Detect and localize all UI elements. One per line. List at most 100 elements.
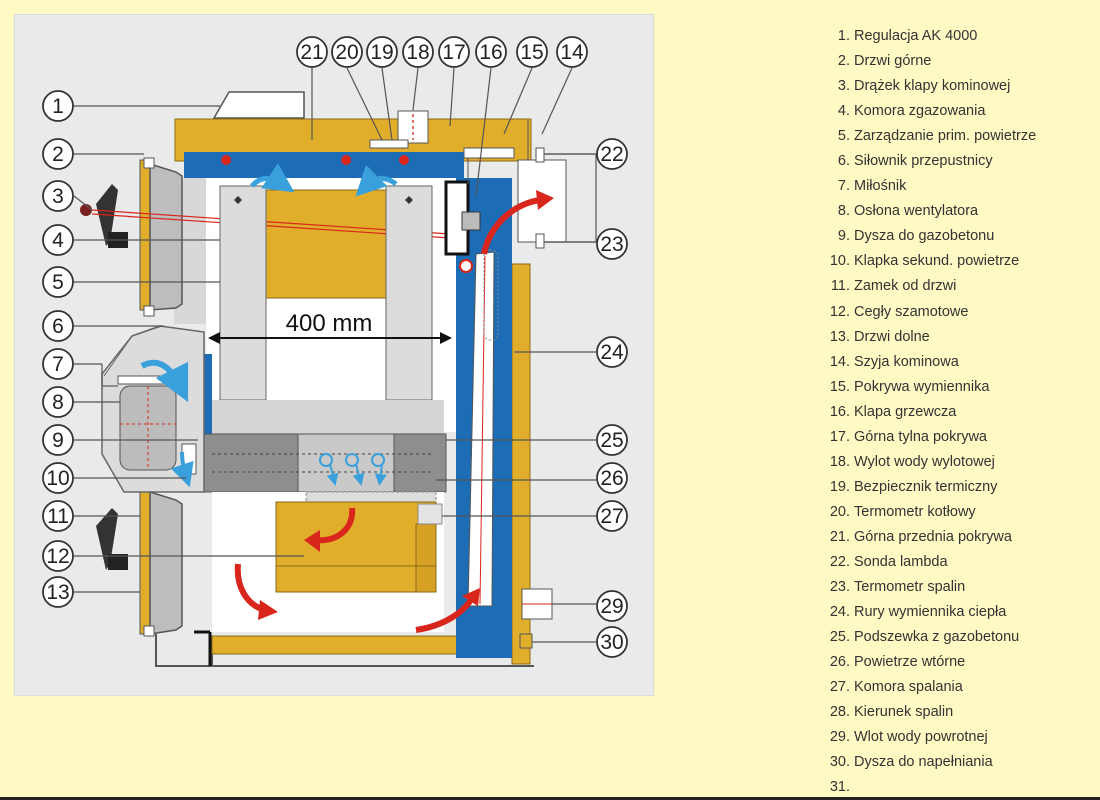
side-brick-left bbox=[219, 185, 267, 401]
legend-item-label: Drążek klapy kominowej bbox=[854, 78, 1011, 95]
legend-item-number: 13. bbox=[829, 328, 850, 345]
callout-11: 11 bbox=[42, 500, 74, 532]
heat-exchanger-pipe bbox=[467, 251, 495, 607]
legend-item-label: Bezpiecznik termiczny bbox=[854, 478, 998, 495]
legend-item-label: Drzwi górne bbox=[854, 53, 932, 70]
callout-number: 20 bbox=[335, 41, 358, 64]
legend-item-label: Komora spalania bbox=[854, 679, 963, 696]
legend-item-number: 15. bbox=[829, 378, 850, 395]
legend-item: 8.Osłona wentylatora bbox=[820, 199, 1036, 224]
filling-nozzle bbox=[519, 633, 533, 649]
legend-item-number: 5. bbox=[837, 128, 850, 145]
legend-item-label: Górna tylna pokrywa bbox=[854, 428, 987, 445]
callout-number: 6 bbox=[52, 315, 64, 338]
callout-4: 4 bbox=[42, 224, 74, 256]
legend-item-number: 22. bbox=[829, 553, 850, 570]
legend-item: 31. bbox=[820, 775, 1036, 800]
legend-item-label: Sonda lambda bbox=[854, 553, 948, 570]
legend-item: 24.Rury wymiennika ciepła bbox=[820, 600, 1036, 625]
regulator-housing bbox=[212, 91, 305, 119]
legend-item-number: 8. bbox=[837, 203, 850, 220]
legend-item-label: Klapa grzewcza bbox=[854, 403, 957, 420]
legend-item: 26.Powietrze wtórne bbox=[820, 650, 1036, 675]
callout-number: 10 bbox=[46, 467, 69, 490]
legend-item-label: Termometr spalin bbox=[854, 579, 966, 596]
legend-item-number: 7. bbox=[837, 178, 850, 195]
legend-item-label: Górna przednia pokrywa bbox=[854, 528, 1012, 545]
callout-8: 8 bbox=[42, 386, 74, 418]
callout-number: 29 bbox=[600, 595, 623, 618]
water-jacket-top bbox=[184, 152, 464, 178]
legend-item: 21.Górna przednia pokrywa bbox=[820, 525, 1036, 550]
dimension-label: 400 mm bbox=[286, 310, 373, 337]
legend-item-number: 3. bbox=[837, 78, 850, 95]
callout-number: 18 bbox=[406, 41, 429, 64]
legend-item-number: 2. bbox=[837, 53, 850, 70]
legend-item: 10.Klapka sekund. powietrze bbox=[820, 249, 1036, 274]
legend-item-number: 17. bbox=[829, 428, 850, 445]
legend-item: 17.Górna tylna pokrywa bbox=[820, 425, 1036, 450]
legend-item: 27.Komora spalania bbox=[820, 675, 1036, 700]
legend-item-number: 4. bbox=[837, 103, 850, 120]
flue-direction-arrow-2 bbox=[315, 507, 356, 544]
callout-27: 27 bbox=[596, 500, 628, 532]
legend-item-label: Kierunek spalin bbox=[854, 704, 954, 721]
legend-item-number: 26. bbox=[829, 654, 850, 671]
fuel-charge bbox=[265, 189, 387, 299]
callout-number: 13 bbox=[46, 581, 69, 604]
legend-item-label: Wylot wody wylotowej bbox=[854, 453, 995, 470]
callout-5: 5 bbox=[42, 266, 74, 298]
legend-item-label: Termometr kotłowy bbox=[854, 503, 976, 520]
callout-29: 29 bbox=[596, 590, 628, 622]
legend-item-label: Podszewka z gazobetonu bbox=[854, 629, 1020, 646]
legend-item-number: 20. bbox=[829, 503, 850, 520]
side-brick-right bbox=[385, 185, 433, 401]
callout-14: 14 bbox=[556, 36, 588, 68]
legend-item-label: Drzwi dolne bbox=[854, 328, 930, 345]
legend-item: 23.Termometr spalin bbox=[820, 575, 1036, 600]
callout-number: 24 bbox=[600, 341, 624, 364]
flue-gas-thermometer bbox=[535, 233, 545, 249]
legend-item-label: Powietrze wtórne bbox=[854, 654, 966, 671]
legend-item-label: Zarządzanie prim. powietrze bbox=[854, 128, 1037, 145]
boiler-cross-section-diagram: 400 mm bbox=[14, 14, 654, 696]
legend-item: 2.Drzwi górne bbox=[820, 49, 1036, 74]
callout-number: 9 bbox=[52, 429, 64, 452]
legend-item: 25.Podszewka z gazobetonu bbox=[820, 625, 1036, 650]
callout-2: 2 bbox=[42, 138, 74, 170]
legend-item: 7.Miłośnik bbox=[820, 174, 1036, 199]
heating-flap-pivot bbox=[459, 259, 473, 273]
callout-25: 25 bbox=[596, 424, 628, 456]
callout-number: 1 bbox=[52, 95, 64, 118]
callout-20: 20 bbox=[331, 36, 363, 68]
callout-7: 7 bbox=[42, 348, 74, 380]
callout-3: 3 bbox=[42, 180, 74, 212]
legend-item-label: Szyja kominowa bbox=[854, 353, 959, 370]
legend-item-number: 25. bbox=[829, 629, 850, 646]
lower-door bbox=[139, 483, 151, 635]
legend-item: 6.Siłownik przepustnicy bbox=[820, 149, 1036, 174]
callout-number: 11 bbox=[47, 505, 69, 528]
callout-10: 10 bbox=[42, 462, 74, 494]
flue-direction-arrow-4 bbox=[415, 596, 475, 633]
callout-number: 16 bbox=[479, 41, 502, 64]
callout-21: 21 bbox=[296, 36, 328, 68]
legend-item-label: Klapka sekund. powietrze bbox=[854, 253, 1020, 270]
legend-item: 12.Cegły szamotowe bbox=[820, 300, 1036, 325]
callout-number: 19 bbox=[370, 41, 393, 64]
bottom-border bbox=[0, 797, 1100, 800]
legend-item-number: 1. bbox=[837, 28, 850, 44]
legend-item-label: Wlot wody powrotnej bbox=[854, 729, 988, 746]
callout-number: 12 bbox=[46, 545, 69, 568]
callout-number: 8 bbox=[52, 391, 64, 414]
callout-number: 21 bbox=[300, 41, 323, 64]
callout-22: 22 bbox=[596, 138, 628, 170]
callout-number: 30 bbox=[600, 631, 623, 654]
legend-item-number: 21. bbox=[829, 528, 850, 545]
legend-item: 5.Zarządzanie prim. powietrze bbox=[820, 124, 1036, 149]
legend-item: 16.Klapa grzewcza bbox=[820, 400, 1036, 425]
callout-23: 23 bbox=[596, 228, 628, 260]
legend-item-number: 14. bbox=[829, 353, 850, 370]
callout-number: 22 bbox=[600, 143, 623, 166]
